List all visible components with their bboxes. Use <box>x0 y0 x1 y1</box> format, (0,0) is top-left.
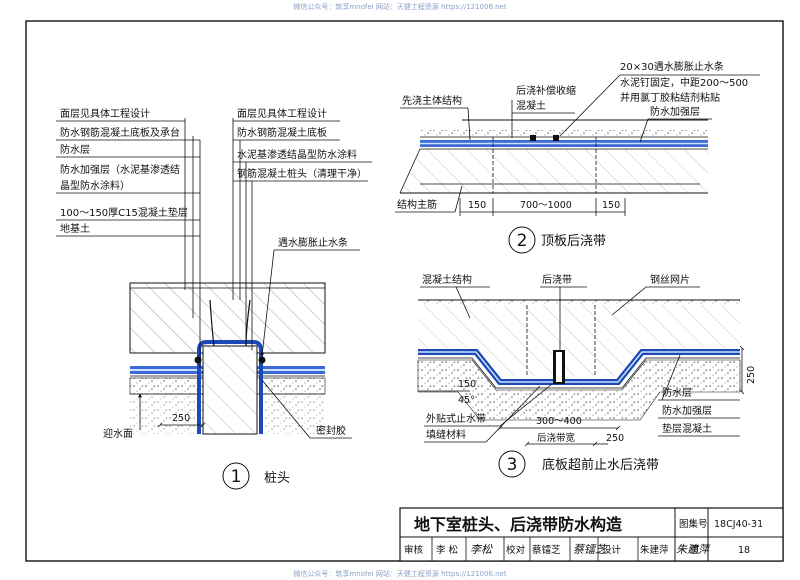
title-block: 地下室桩头、后浇带防水构造 图集号 18CJ40-31 审核 李 松 李松 校对… <box>399 507 784 562</box>
detail-3-number: 3 <box>507 455 518 475</box>
label-d1-l3: 防水加强层（水泥基渗透结 <box>60 163 180 176</box>
detail-1-left-labels: 面层见具体工程设计 防水钢筋混凝土底板及承台 防水层 防水加强层（水泥基渗透结 … <box>56 107 201 368</box>
label-d3-cushion: 垫层混凝土 <box>662 422 712 435</box>
label-d3-reinforce: 防水加强层 <box>662 404 712 417</box>
label-strip-3: 并用氯丁胶粘结剂粘贴 <box>620 91 720 104</box>
label-d1-l5: 100～150厚C15混凝土垫层 <box>60 206 188 219</box>
label-post-concrete-1: 后浇补偿收缩 <box>516 84 576 97</box>
check-label: 校对 <box>506 544 526 556</box>
dim-d3-250b: 250 <box>746 366 757 384</box>
label-d3-waterproof: 防水层 <box>662 386 692 399</box>
dim-d3-250a: 250 <box>606 433 624 444</box>
checker-signature: 蔡镭芝 <box>573 543 608 556</box>
atlas-label: 图集号 <box>679 518 708 530</box>
page-label: 页 <box>690 545 700 556</box>
detail-3-caption: 底板超前止水后浇带 <box>542 457 659 473</box>
label-d1-r2: 水泥基渗透结晶型防水涂料 <box>237 148 357 161</box>
swell-strip <box>258 356 266 364</box>
label-filler: 填缝材料 <box>426 428 466 441</box>
designer-signature: 朱建萍 <box>676 543 711 556</box>
detail-3-floor-strip: 混凝土结构 后浇带 钢丝网片 防水层 防水加强层 垫层混凝土 外贴式止水带 填缝… <box>417 273 757 478</box>
label-mesh: 钢丝网片 <box>650 273 690 286</box>
label-reinforce: 防水加强层 <box>650 105 700 118</box>
label-swell-strip: 遇水膨胀止水条 <box>278 236 348 249</box>
label-post-concrete-2: 混凝土 <box>516 99 546 112</box>
dim-700-1000: 700～1000 <box>520 200 572 211</box>
checker-name: 蔡镭芝 <box>532 544 561 556</box>
dim-300-400: 300～400 <box>536 416 582 427</box>
label-water-face: 迎水面 <box>103 428 133 440</box>
detail-1-right-labels: 面层见具体工程设计 防水钢筋混凝土底板 水泥基渗透结晶型防水涂料 钢筋混凝土桩头… <box>232 107 372 350</box>
detail-1-caption: 桩头 <box>264 471 290 486</box>
detail-2-roof-strip: 先浇主体结构 后浇补偿收缩 混凝土 20×30遇水膨胀止水条 水泥钉固定，中距2… <box>395 60 760 254</box>
label-concrete-structure: 混凝土结构 <box>422 273 472 286</box>
floor-slab <box>418 305 740 376</box>
label-d1-r1: 防水钢筋混凝土底板 <box>237 126 327 139</box>
label-sealant: 密封胶 <box>316 424 346 437</box>
dim-150-left: 150 <box>468 200 486 211</box>
label-d1-l0: 面层见具体工程设计 <box>60 107 150 120</box>
designer-name: 朱建萍 <box>640 544 669 556</box>
detail-3-circle <box>498 450 526 478</box>
reviewer-name: 李 松 <box>436 544 459 556</box>
label-d1-r3: 钢筋混凝土桩头（清理干净） <box>237 167 367 180</box>
label-strip-2: 水泥钉固定，中距200～500 <box>620 76 748 89</box>
detail-2-caption: 顶板后浇带 <box>541 234 606 249</box>
watermark-bottom: 微信公众号：筑享mnofei 网站：天健工程资源 https://121006.… <box>293 569 506 578</box>
label-d1-l4: 晶型防水涂料） <box>60 179 130 192</box>
detail-2-circle <box>508 226 536 254</box>
detail-1-circle <box>222 462 250 490</box>
label-d1-l6: 地基土 <box>60 222 90 235</box>
dim-d3-45: 45° <box>458 395 475 406</box>
reviewer-signature: 李松 <box>470 543 493 556</box>
label-first-structure: 先浇主体结构 <box>402 94 462 107</box>
page-number: 18 <box>738 545 750 556</box>
dim-150-right: 150 <box>602 200 620 211</box>
detail-2-number: 2 <box>517 231 528 251</box>
title-text: 地下室桩头、后浇带防水构造 <box>414 515 623 534</box>
label-d1-l1: 防水钢筋混凝土底板及承台 <box>60 126 180 139</box>
dim-d3-150: 150 <box>458 379 476 390</box>
detail-1-number: 1 <box>231 467 242 487</box>
label-d1-l2: 防水层 <box>60 143 90 156</box>
design-label: 设计 <box>602 544 622 556</box>
label-d1-r0: 面层见具体工程设计 <box>237 107 327 120</box>
dim-250: 250 <box>172 413 190 424</box>
pile-coating <box>197 340 263 434</box>
dim-post-pour-width: 后浇带宽 <box>537 432 576 444</box>
detail-1-pile-head: 面层见具体工程设计 防水钢筋混凝土底板及承台 防水层 防水加强层（水泥基渗透结 … <box>56 107 372 490</box>
label-main-bar: 结构主筋 <box>397 198 437 211</box>
label-post-pour: 后浇带 <box>542 273 572 286</box>
review-label: 审核 <box>404 544 424 556</box>
atlas-number: 18CJ40-31 <box>714 519 763 530</box>
label-external-stop: 外贴式止水带 <box>426 412 486 425</box>
pile-head <box>203 346 257 434</box>
watermark-top: 微信公众号：筑享mnofei 网站：天健工程资源 https://121006.… <box>293 2 506 11</box>
label-strip-1: 20×30遇水膨胀止水条 <box>620 60 724 73</box>
